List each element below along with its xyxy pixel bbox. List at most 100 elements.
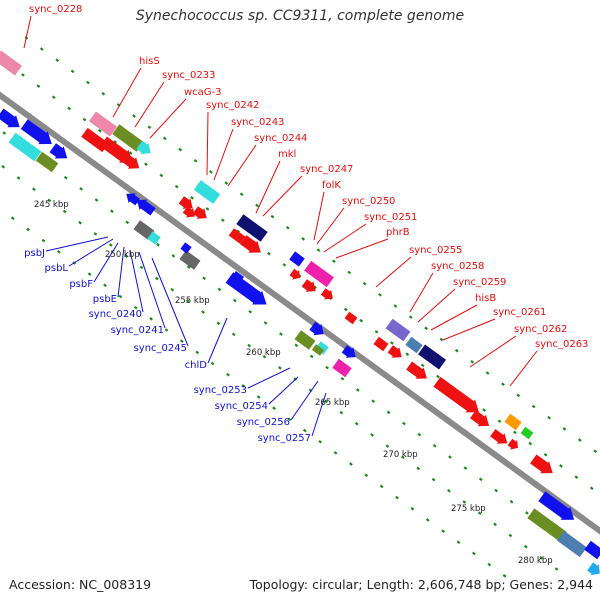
tick-mark	[593, 449, 598, 453]
tick-mark	[171, 254, 176, 258]
tick-marks	[1, 36, 598, 578]
gene-feature	[147, 231, 161, 245]
tick-mark	[316, 248, 321, 252]
tick-mark	[86, 80, 90, 85]
gene-label-forward: sync_0244	[254, 133, 307, 144]
gene-label-forward: sync_0250	[342, 196, 395, 207]
gene-feature	[311, 344, 325, 356]
tick-mark	[386, 410, 391, 415]
tick-mark	[87, 272, 92, 276]
backbone-strand	[0, 91, 600, 535]
accession-label: Accession: NC_008319	[9, 577, 152, 592]
tick-mark	[2, 131, 7, 135]
tick-mark	[416, 466, 421, 471]
tick-mark	[333, 451, 338, 455]
label-leader-line	[311, 392, 327, 437]
tick-mark	[185, 299, 190, 303]
label-leader-line	[129, 249, 144, 313]
tick-mark	[279, 332, 283, 336]
tick-mark	[147, 125, 152, 129]
tick-mark	[110, 209, 114, 213]
tick-mark	[456, 540, 461, 545]
tick-mark	[370, 433, 374, 437]
label-leader-line	[207, 317, 228, 364]
tick-mark	[93, 232, 98, 236]
gene-feature	[301, 279, 316, 292]
label-leader-line	[509, 350, 538, 387]
gene-label-forward: phrB	[386, 227, 410, 238]
gene-label-reverse: sync_0241	[111, 325, 164, 336]
label-leader-line	[313, 191, 325, 241]
tick-mark	[309, 354, 314, 359]
label-leader-line	[23, 15, 32, 49]
tick-mark	[16, 176, 21, 180]
tick-mark	[417, 432, 422, 437]
label-leader-line	[117, 246, 125, 298]
tick-mark	[216, 321, 221, 326]
gene-feature	[49, 143, 68, 159]
tick-mark	[132, 114, 136, 118]
tick-mark	[339, 410, 344, 415]
tick-mark	[436, 374, 440, 379]
label-leader-line	[417, 288, 456, 323]
tick-mark	[531, 404, 536, 409]
label-leader-line	[375, 256, 412, 288]
tick-mark	[523, 544, 528, 549]
tick-mark	[577, 438, 582, 442]
label-leader-line	[409, 272, 434, 313]
tick-mark	[362, 281, 367, 286]
tick-mark	[439, 337, 444, 342]
map-title: Synechococcus sp. CC9311, complete genom…	[135, 8, 465, 24]
kbp-scale-label: 260 kbp	[246, 348, 281, 358]
tick-mark	[202, 276, 206, 281]
label-leader-line	[316, 207, 345, 245]
gene-label-reverse: psbL	[45, 263, 69, 274]
tick-mark	[226, 372, 230, 377]
gene-feature	[136, 199, 156, 216]
tick-mark	[525, 511, 529, 515]
tick-mark	[454, 348, 459, 353]
tick-mark	[128, 151, 133, 155]
tick-mark	[26, 227, 30, 232]
gene-label-forward: sync_0258	[431, 261, 484, 272]
gene-feature	[8, 132, 42, 162]
tick-mark	[410, 506, 415, 511]
tick-mark	[354, 421, 359, 426]
gene-label-forward: sync_0259	[453, 277, 506, 288]
label-leader-line	[134, 81, 165, 128]
kbp-scale-label: 280 kbp	[518, 556, 553, 566]
tick-mark	[393, 304, 398, 308]
gene-label-reverse: sync_0254	[215, 401, 268, 412]
kbp-scale-label: 250 kbp	[105, 250, 140, 260]
tick-mark	[385, 444, 390, 448]
gene-label-reverse: sync_0257	[258, 433, 311, 444]
tick-mark	[57, 250, 61, 254]
tick-mark	[287, 417, 292, 422]
label-leader-line	[227, 144, 257, 187]
gene-label-forward: sync_0251	[364, 212, 417, 223]
tick-mark	[155, 276, 159, 281]
gene-feature	[230, 271, 244, 285]
tick-mark	[263, 321, 268, 325]
tick-mark	[562, 427, 567, 431]
gene-label-reverse: psbF	[69, 279, 93, 290]
tick-mark	[589, 486, 594, 491]
label-leader-line	[262, 175, 303, 217]
tick-mark	[378, 293, 382, 297]
label-leader-line	[149, 98, 187, 139]
tick-mark	[554, 567, 559, 571]
tick-mark	[509, 499, 514, 504]
label-leader-line	[290, 380, 319, 421]
gene-feature	[35, 151, 59, 173]
tick-mark	[108, 243, 113, 247]
tick-mark	[324, 399, 328, 404]
kbp-scale-label: 245 kbp	[34, 200, 69, 210]
gene-feature	[0, 108, 20, 128]
tick-mark	[513, 430, 517, 435]
tick-mark	[170, 287, 175, 292]
gene-feature	[309, 321, 324, 336]
gene-label-reverse: sync_0245	[134, 343, 187, 354]
gene-labels: sync_0228hisSsync_0233wcaG-3sync_0242syn…	[24, 4, 588, 444]
tick-mark	[118, 294, 123, 299]
gene-feature	[136, 140, 151, 155]
